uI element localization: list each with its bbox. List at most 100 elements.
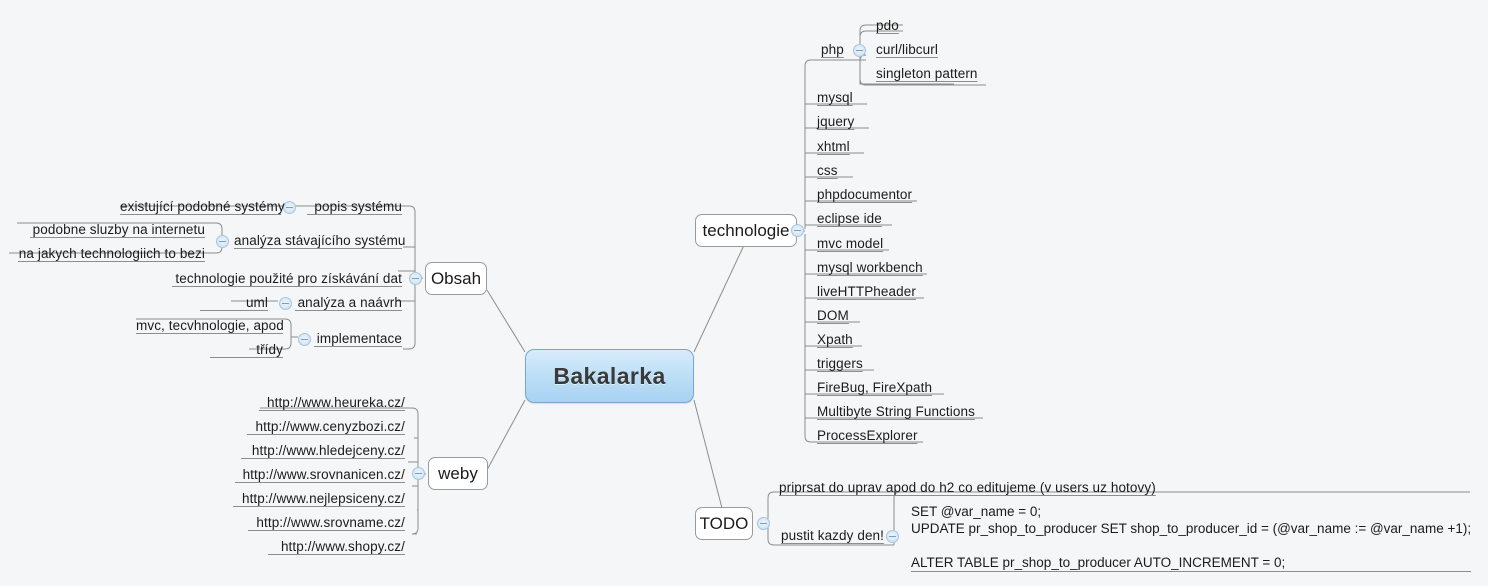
node-label: mvc model (817, 236, 884, 251)
branch-label-obsah: Obsah (430, 268, 482, 288)
node-singleton-pattern[interactable]: singleton pattern (876, 66, 978, 81)
node-label: http://www.nejlepsiceny.cz/ (241, 491, 405, 506)
root-node[interactable]: Bakalarka (525, 349, 694, 403)
node-mvc-model[interactable]: mvc model (817, 236, 883, 251)
collapse-toggle-popis-systemu[interactable] (283, 201, 296, 214)
node-label: http://www.srovnanicen.cz/ (242, 467, 405, 482)
branch-label-weby: weby (438, 463, 478, 483)
node-php[interactable]: php (821, 42, 844, 57)
branch-node-weby[interactable]: weby (428, 457, 488, 490)
node-label: singleton pattern (876, 66, 978, 81)
collapse-toggle-obsah[interactable] (409, 272, 422, 285)
node-dom[interactable]: DOM (817, 308, 849, 323)
node-label: eclipse ide (817, 211, 882, 226)
node-pustit-kazdy-den[interactable]: pustit kazdy den! (781, 528, 884, 543)
node-label: mysql workbench (817, 260, 923, 275)
node-label: http://www.hledejceny.cz/ (251, 443, 405, 458)
collapse-toggle-implementace[interactable] (298, 333, 311, 346)
node-label: třídy (256, 342, 283, 357)
node-livehttpheader[interactable]: liveHTTPheader (817, 284, 916, 299)
node-processexplorer[interactable]: ProcessExplorer (817, 428, 918, 443)
node-label: ProcessExplorer (817, 428, 918, 443)
node-label: technologie použité pro získávání dat (175, 271, 402, 286)
branch-node-technologie[interactable]: technologie (695, 214, 797, 247)
node-label: existující podobné systémy (120, 199, 285, 214)
node-label: popis systému (314, 199, 402, 214)
node-label: SET @var_name = 0; UPDATE pr_shop_to_pro… (911, 504, 1472, 570)
node-podobne-sluzby-na-internetu[interactable]: podobne sluzby na internetu (30, 222, 205, 237)
node-analyza-a-naavrh[interactable]: analýza a naávrh (295, 295, 402, 310)
node-label: http://www.shopy.cz/ (280, 539, 405, 554)
node-label: curl/libcurl (876, 42, 938, 57)
node-triggers[interactable]: triggers (817, 356, 863, 371)
node-label: podobne sluzby na internetu (32, 222, 205, 237)
node-label: liveHTTPheader (817, 284, 916, 299)
node-label: jquery (817, 114, 855, 129)
branch-label-technologie: technologie (702, 220, 790, 240)
node-na-jakych-technologiich[interactable]: na jakych technologiich to bezi (18, 246, 205, 261)
node-technologie-pouzite-pro-ziskavani-dat[interactable]: technologie použité pro získávání dat (172, 271, 402, 286)
node-label: phpdocumentor (817, 187, 913, 202)
node-pdo[interactable]: pdo (876, 18, 899, 33)
collapse-toggle-weby[interactable] (412, 467, 425, 480)
collapse-toggle-analyza-stavajiciho[interactable] (216, 235, 229, 248)
node-web-nejlepsiceny[interactable]: http://www.nejlepsiceny.cz/ (233, 491, 405, 506)
node-eclipse-ide[interactable]: eclipse ide (817, 211, 882, 226)
node-web-srovname[interactable]: http://www.srovname.cz/ (248, 515, 405, 530)
node-label: priprsat do uprav apod do h2 co editujem… (779, 480, 1156, 495)
node-label: pustit kazdy den! (781, 528, 885, 543)
node-mysql[interactable]: mysql (817, 90, 853, 105)
collapse-toggle-php[interactable] (853, 44, 866, 57)
node-curl-libcurl[interactable]: curl/libcurl (876, 42, 938, 57)
branch-node-obsah[interactable]: Obsah (425, 262, 487, 295)
node-label: xhtml (817, 139, 850, 154)
node-xpath[interactable]: Xpath (817, 332, 853, 347)
collapse-toggle-pustit-kazdy-den[interactable] (886, 530, 899, 543)
node-popis-systemu[interactable]: popis systému (307, 199, 402, 214)
node-phpdocumentor[interactable]: phpdocumentor (817, 187, 912, 202)
node-jquery[interactable]: jquery (817, 114, 854, 129)
node-uml[interactable]: uml (200, 295, 268, 310)
node-label: analýza stávajícího systému (234, 233, 406, 248)
collapse-toggle-todo[interactable] (757, 517, 770, 530)
node-web-heureka[interactable]: http://www.heureka.cz/ (259, 395, 405, 410)
collapse-toggle-analyza-a-naavrh[interactable] (279, 297, 292, 310)
node-label: pdo (876, 18, 899, 33)
node-label: php (821, 42, 844, 57)
branch-label-todo: TODO (699, 513, 749, 533)
node-firebug-firexpath[interactable]: FireBug, FireXpath (817, 380, 932, 395)
node-analyza-stavajiciho-systemu[interactable]: analýza stávajícího systému (234, 233, 405, 248)
node-xhtml[interactable]: xhtml (817, 139, 850, 154)
node-web-srovnanicen[interactable]: http://www.srovnanicen.cz/ (235, 467, 405, 482)
node-web-cenyzbozi[interactable]: http://www.cenyzbozi.cz/ (247, 419, 405, 434)
node-sql-snippet[interactable]: SET @var_name = 0; UPDATE pr_shop_to_pro… (911, 503, 1471, 571)
node-web-shopy[interactable]: http://www.shopy.cz/ (268, 539, 405, 554)
node-label: na jakych technologiich to bezi (18, 246, 205, 261)
node-priprsat-do-uprav[interactable]: priprsat do uprav apod do h2 co editujem… (779, 480, 1156, 495)
node-mysql-workbench[interactable]: mysql workbench (817, 260, 923, 275)
node-label: mysql (817, 90, 853, 105)
node-mvc-tecvhnologie-apod[interactable]: mvc, tecvhnologie, apod (136, 318, 284, 333)
node-label: css (817, 163, 838, 178)
node-label: Xpath (817, 332, 853, 347)
root-label: Bakalarka (553, 362, 666, 389)
node-css[interactable]: css (817, 163, 838, 178)
node-label: http://www.srovname.cz/ (256, 515, 405, 530)
node-label: DOM (817, 308, 849, 323)
node-label: uml (245, 295, 268, 310)
node-implementace[interactable]: implementace (314, 331, 402, 346)
node-multibyte-string-functions[interactable]: Multibyte String Functions (817, 404, 975, 419)
node-label: analýza a naávrh (297, 295, 402, 310)
node-label: http://www.cenyzbozi.cz/ (255, 419, 405, 434)
node-label: Multibyte String Functions (817, 404, 975, 419)
node-existujici-podobne-systemy[interactable]: existující podobné systémy (120, 199, 285, 214)
collapse-toggle-technologie[interactable] (791, 224, 804, 237)
node-label: http://www.heureka.cz/ (266, 395, 405, 410)
branch-node-todo[interactable]: TODO (695, 507, 753, 540)
node-label: FireBug, FireXpath (817, 380, 933, 395)
node-web-hledejceny[interactable]: http://www.hledejceny.cz/ (241, 443, 405, 458)
node-tridy[interactable]: třídy (210, 342, 283, 357)
node-label: mvc, tecvhnologie, apod (136, 318, 284, 333)
